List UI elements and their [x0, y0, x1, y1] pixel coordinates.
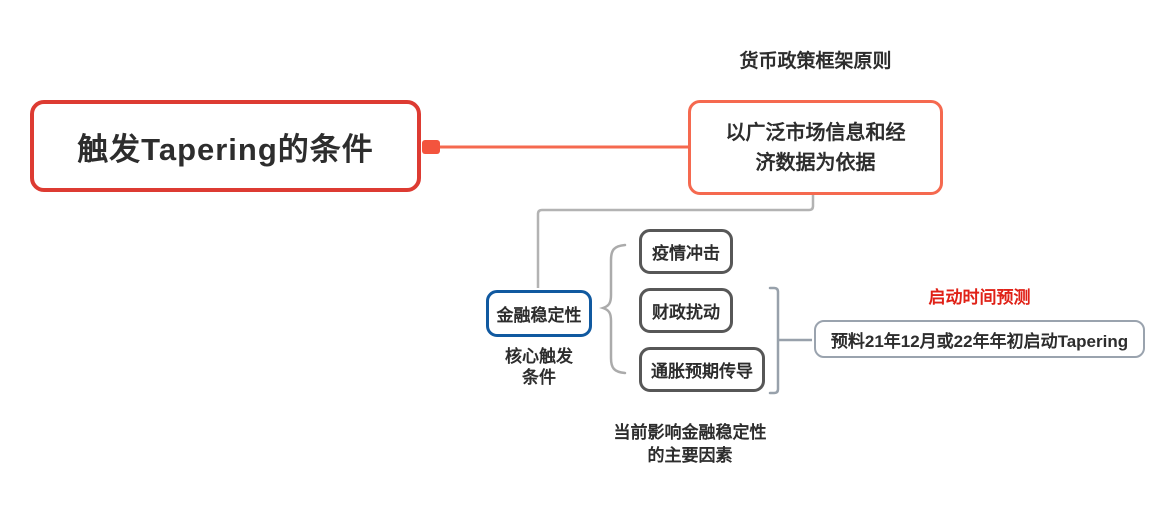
principle-label-line1: 以广泛市场信息和经 [725, 121, 906, 144]
stability-caption-line2: 条件 [522, 368, 556, 387]
stability-caption: 核心触发 条件 [466, 346, 612, 388]
prediction-label: 预料21年12月或22年年初启动Tapering [830, 331, 1129, 351]
factor-label: 通胀预期传导 [651, 362, 753, 381]
stability-topic[interactable]: 金融稳定性 [486, 290, 592, 337]
factors-caption-line2: 的主要因素 [647, 446, 733, 465]
root-topic-label: 触发Tapering的条件 [77, 131, 374, 167]
brace-left-icon [599, 243, 627, 375]
edge-principle-stability [536, 193, 815, 288]
factor-label: 疫情冲击 [652, 244, 720, 263]
factor-label: 财政扰动 [652, 303, 720, 322]
root-topic[interactable]: 触发Tapering的条件 [30, 100, 421, 192]
stability-label: 金融稳定性 [496, 306, 582, 325]
factors-caption-line1: 当前影响金融稳定性 [613, 423, 767, 442]
factors-caption: 当前影响金融稳定性 的主要因素 [565, 421, 815, 467]
principle-caption: 货币政策框架原则 [739, 51, 892, 72]
stability-caption-line1: 核心触发 [505, 347, 573, 366]
factor-topic-inflation[interactable]: 通胀预期传导 [639, 347, 765, 392]
collapse-handle-icon[interactable] [422, 140, 440, 154]
prediction-topic[interactable]: 预料21年12月或22年年初启动Tapering [814, 320, 1145, 358]
prediction-caption: 启动时间预测 [928, 288, 1031, 307]
bracket-right-icon [768, 286, 780, 395]
factor-topic-pandemic[interactable]: 疫情冲击 [639, 229, 733, 274]
factor-topic-fiscal[interactable]: 财政扰动 [639, 288, 733, 333]
principle-label-line2: 济数据为依据 [755, 151, 876, 174]
principle-topic[interactable]: 以广泛市场信息和经 济数据为依据 [688, 100, 943, 195]
